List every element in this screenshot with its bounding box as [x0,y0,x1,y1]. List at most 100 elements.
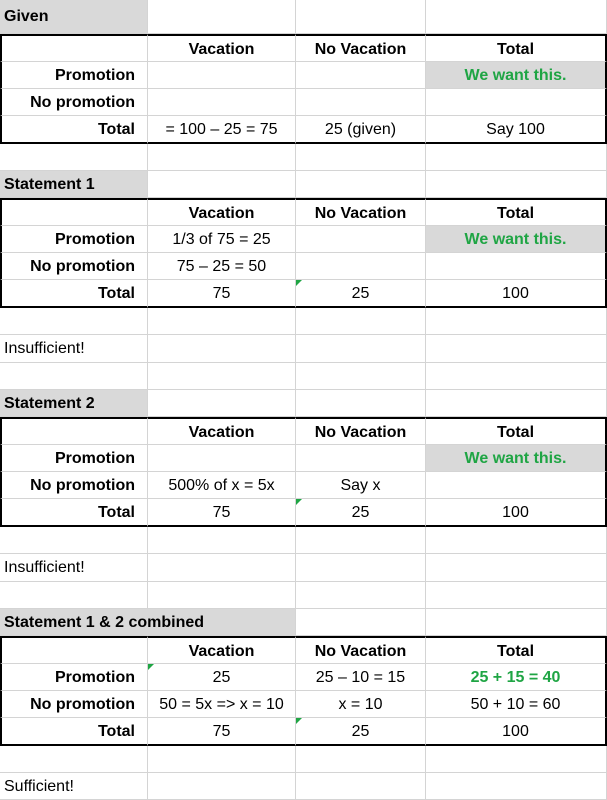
empty-cell[interactable] [0,527,148,554]
empty-cell[interactable] [296,0,426,34]
empty-cell[interactable] [148,582,296,609]
empty-cell[interactable] [426,144,607,171]
section-title-given[interactable]: Given [0,0,148,34]
empty-cell[interactable] [148,363,296,390]
cell-total-no-vacation[interactable]: 25 [296,280,426,308]
cell-total-vacation[interactable]: = 100 – 25 = 75 [148,116,296,144]
header-no-vacation[interactable]: No Vacation [296,34,426,62]
header-total[interactable]: Total [426,417,607,445]
header-no-vacation[interactable]: No Vacation [296,417,426,445]
header-corner[interactable] [0,417,148,445]
header-corner[interactable] [0,198,148,226]
empty-cell[interactable] [0,746,148,773]
row-label-total[interactable]: Total [0,280,148,308]
empty-cell[interactable] [296,554,426,582]
cell-nopromo-vacation[interactable]: 50 = 5x => x = 10 [148,691,296,718]
empty-cell[interactable] [148,308,296,335]
empty-cell[interactable] [148,527,296,554]
result-note[interactable]: Insufficient! [0,335,148,363]
empty-cell[interactable] [426,582,607,609]
row-label-promotion[interactable]: Promotion [0,226,148,253]
empty-cell[interactable] [296,171,426,198]
empty-cell[interactable] [148,554,296,582]
row-label-total[interactable]: Total [0,499,148,527]
cell-total-no-vacation[interactable]: 25 [296,718,426,746]
cell-nopromo-total[interactable] [426,253,607,280]
section-title-statement-1[interactable]: Statement 1 [0,171,148,198]
empty-cell[interactable] [426,746,607,773]
header-total[interactable]: Total [426,34,607,62]
header-no-vacation[interactable]: No Vacation [296,198,426,226]
cell-promo-vacation[interactable] [148,445,296,472]
cell-total-total[interactable]: Say 100 [426,116,607,144]
cell-total-total[interactable]: 100 [426,280,607,308]
row-label-no-promotion[interactable]: No promotion [0,472,148,499]
result-note[interactable]: Sufficient! [0,773,148,800]
cell-nopromo-vacation[interactable] [148,89,296,116]
row-label-promotion[interactable]: Promotion [0,445,148,472]
header-vacation[interactable]: Vacation [148,417,296,445]
row-label-no-promotion[interactable]: No promotion [0,691,148,718]
empty-cell[interactable] [0,582,148,609]
empty-cell[interactable] [296,773,426,800]
empty-cell[interactable] [296,335,426,363]
result-note[interactable]: Insufficient! [0,554,148,582]
cell-nopromo-no-vacation[interactable] [296,89,426,116]
row-label-total[interactable]: Total [0,718,148,746]
cell-nopromo-vacation[interactable]: 75 – 25 = 50 [148,253,296,280]
header-total[interactable]: Total [426,198,607,226]
empty-cell[interactable] [0,363,148,390]
cell-promo-no-vacation[interactable] [296,62,426,89]
row-label-promotion[interactable]: Promotion [0,664,148,691]
cell-total-no-vacation[interactable]: 25 (given) [296,116,426,144]
empty-cell[interactable] [426,527,607,554]
empty-cell[interactable] [426,363,607,390]
cell-total-no-vacation[interactable]: 25 [296,499,426,527]
cell-total-vacation[interactable]: 75 [148,718,296,746]
empty-cell[interactable] [148,390,296,417]
cell-promo-vacation[interactable]: 1/3 of 75 = 25 [148,226,296,253]
cell-promo-total-target[interactable]: We want this. [426,62,607,89]
empty-cell[interactable] [296,527,426,554]
header-vacation[interactable]: Vacation [148,34,296,62]
empty-cell[interactable] [296,582,426,609]
cell-total-total[interactable]: 100 [426,718,607,746]
empty-cell[interactable] [296,609,426,636]
empty-cell[interactable] [296,746,426,773]
empty-cell[interactable] [148,171,296,198]
empty-cell[interactable] [426,335,607,363]
empty-cell[interactable] [426,554,607,582]
header-vacation[interactable]: Vacation [148,636,296,664]
empty-cell[interactable] [148,335,296,363]
cell-nopromo-total[interactable] [426,89,607,116]
empty-cell[interactable] [296,363,426,390]
cell-total-vacation[interactable]: 75 [148,280,296,308]
empty-cell[interactable] [296,308,426,335]
empty-cell[interactable] [148,144,296,171]
cell-nopromo-total[interactable] [426,472,607,499]
cell-total-total[interactable]: 100 [426,499,607,527]
cell-promo-total-answer[interactable]: 25 + 15 = 40 [426,664,607,691]
cell-promo-vacation[interactable]: 25 [148,664,296,691]
empty-cell[interactable] [426,609,607,636]
cell-promo-no-vacation[interactable]: 25 – 10 = 15 [296,664,426,691]
cell-nopromo-no-vacation[interactable]: Say x [296,472,426,499]
cell-promo-total-target[interactable]: We want this. [426,226,607,253]
cell-promo-total-target[interactable]: We want this. [426,445,607,472]
header-corner[interactable] [0,34,148,62]
empty-cell[interactable] [426,773,607,800]
empty-cell[interactable] [426,390,607,417]
empty-cell[interactable] [426,308,607,335]
header-no-vacation[interactable]: No Vacation [296,636,426,664]
empty-cell[interactable] [0,308,148,335]
cell-promo-vacation[interactable] [148,62,296,89]
empty-cell[interactable] [296,390,426,417]
row-label-no-promotion[interactable]: No promotion [0,253,148,280]
empty-cell[interactable] [426,0,607,34]
header-corner[interactable] [0,636,148,664]
header-vacation[interactable]: Vacation [148,198,296,226]
row-label-no-promotion[interactable]: No promotion [0,89,148,116]
empty-cell[interactable] [148,0,296,34]
row-label-total[interactable]: Total [0,116,148,144]
empty-cell[interactable] [148,773,296,800]
